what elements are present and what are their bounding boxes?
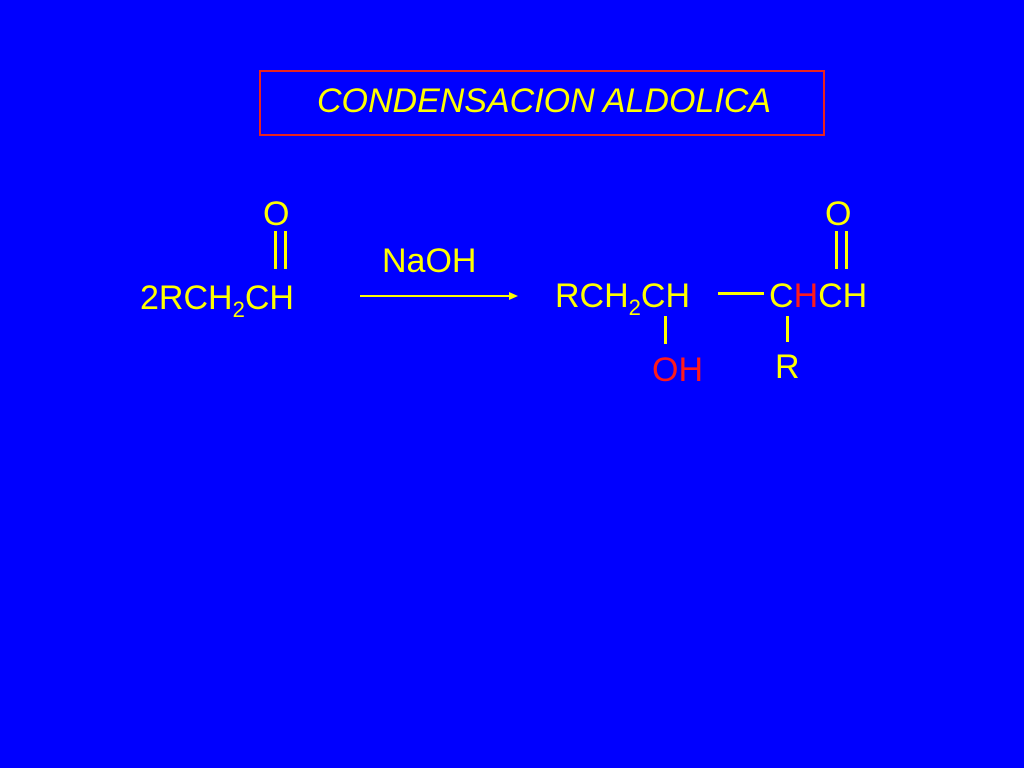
product-hydroxyl: OH: [652, 351, 703, 389]
reactant-formula: 2RCH2CH: [140, 278, 294, 321]
reagent-label: NaOH: [382, 242, 477, 280]
product-r-substituent: R: [775, 348, 800, 386]
product-r-group: RCH: [555, 277, 629, 315]
product-left-fragment: RCH2CH: [555, 276, 691, 319]
title-frame: CONDENSACION ALDOLICA: [259, 70, 825, 136]
product-oh-bond: [664, 316, 667, 344]
product-alpha-hydrogen: H: [793, 277, 819, 315]
slide-title: CONDENSACION ALDOLICA: [316, 82, 772, 120]
reaction-arrow-head: [509, 292, 518, 300]
product-aldehyde: CH: [818, 277, 868, 315]
product-alpha-carbon: C: [769, 277, 794, 315]
product-double-bond-left: [835, 231, 838, 269]
reactant-subscript: 2: [232, 297, 245, 322]
reactant-double-bond-left: [274, 231, 277, 269]
product-carbinol: CH: [640, 277, 691, 315]
product-r-bond: [786, 316, 789, 342]
reactant-coefficient: 2: [140, 279, 159, 317]
product-right-fragment: CHCH: [769, 276, 867, 316]
product-double-bond-right: [845, 231, 848, 269]
product-carbonyl-oxygen: O: [825, 195, 852, 233]
reactant-aldehyde: CH: [244, 279, 294, 317]
product-subscript: 2: [628, 295, 641, 320]
reactant-double-bond-right: [284, 231, 287, 269]
product-single-bond: [718, 292, 764, 295]
reactant-carbonyl-oxygen: O: [263, 195, 290, 233]
reactant-r-group: RCH: [158, 279, 233, 317]
